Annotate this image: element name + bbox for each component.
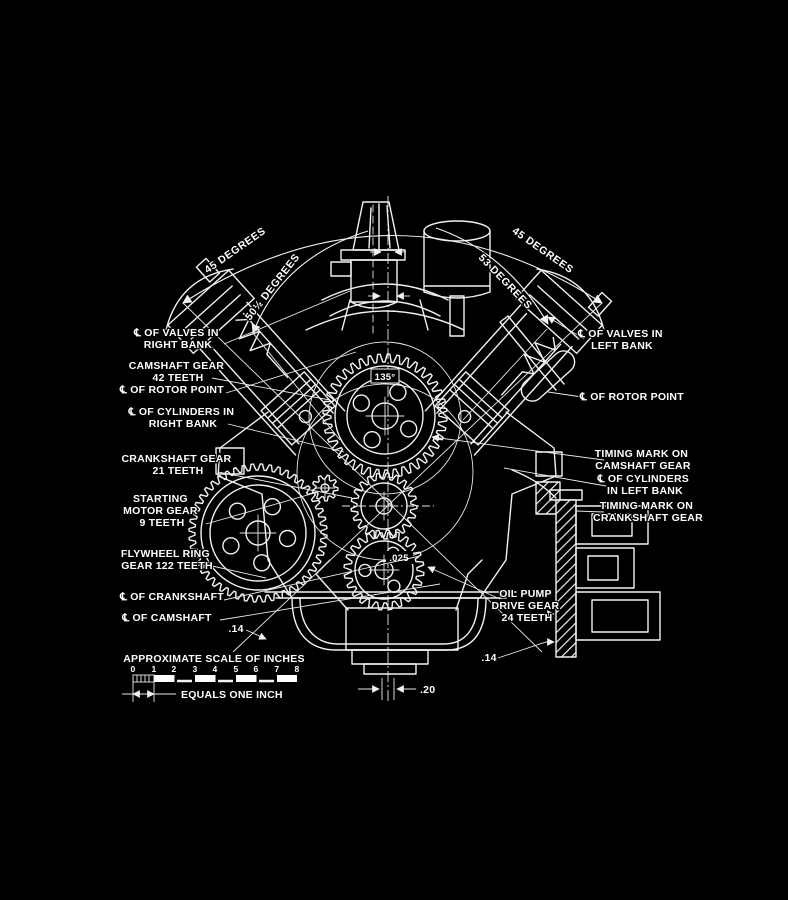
label-flywheel-ring-gear: FLYWHEEL RING GEAR 122 TEETH (121, 548, 213, 572)
tick-0: 0 (131, 664, 136, 674)
starting-motor-gear (311, 474, 339, 502)
tick-5: 5 (234, 664, 239, 674)
tick-8: 8 (295, 664, 300, 674)
tick-7: 7 (275, 664, 280, 674)
label-dim-20: .20 (420, 684, 435, 696)
distributor (330, 201, 406, 337)
scale-bar (132, 674, 297, 683)
lash-callouts: 135° .025 (370, 368, 413, 565)
scale-of-inches: APPROXIMATE SCALE OF INCHES 0 1 2 3 4 5 … (122, 652, 306, 702)
scale-tick-labels: 0 1 2 3 4 5 6 7 8 (129, 663, 300, 675)
flywheel-ring-gear (188, 463, 328, 603)
label-cl-crankshaft: ℄ OF CRANKSHAFT (119, 591, 224, 603)
angle-inner-right: 53 DEGREES (476, 252, 535, 312)
dimension-lines (182, 227, 603, 700)
timing-gear-side-view (511, 469, 661, 658)
angle-inner-left: 50½ DEGREES (243, 251, 303, 322)
left-labels: ℄ OF VALVES IN RIGHT BANK CAMSHAFT GEAR … (118, 326, 245, 636)
label-cylinders-left-bank: ℄ OF CYLINDERS IN LEFT BANK (597, 473, 693, 497)
angle-outer-left: 45 DEGREES (202, 225, 268, 276)
camshaft-gear (322, 353, 448, 479)
label-oil-pump-drive-gear: OIL PUMP DRIVE GEAR 24 TEETH (491, 588, 562, 624)
tick-6: 6 (254, 664, 259, 674)
rotor-point-loop (499, 315, 576, 402)
engine-drawing: 135° .025 (148, 196, 661, 702)
tick-3: 3 (193, 664, 198, 674)
leader-lines (205, 290, 607, 659)
tick-4: 4 (213, 664, 218, 674)
label-valves-right-bank: ℄ OF VALVES IN RIGHT BANK (133, 327, 222, 351)
crankshaft-gear (350, 472, 418, 540)
label-cl-camshaft: ℄ OF CAMSHAFT (121, 612, 212, 624)
label-crankshaft-gear: CRANKSHAFT GEAR 21 TEETH (121, 453, 234, 477)
scale-title: APPROXIMATE SCALE OF INCHES (123, 653, 305, 665)
equals-one-inch-bracket: EQUALS ONE INCH (122, 678, 284, 702)
timing-gears (188, 353, 448, 611)
label-cylinders-right-bank: ℄ OF CYLINDERS IN RIGHT BANK (128, 406, 238, 430)
label-dim-14-left: .14 (228, 623, 243, 635)
left-bank-cylinder (415, 249, 622, 464)
label-starting-motor-gear: STARTING MOTOR GEAR 9 TEETH (123, 493, 201, 529)
tick-1: 1 (152, 664, 157, 674)
label-camshaft-gear: CAMSHAFT GEAR 42 TEETH (129, 360, 228, 384)
angle-outer-right: 45 DEGREES (510, 225, 576, 276)
oil-pump-body (315, 559, 483, 651)
right-bank-cylinder (148, 249, 355, 464)
tick-2: 2 (172, 664, 177, 674)
label-timing-mark-camshaft: TIMING MARK ON CAMSHAFT GEAR (595, 448, 692, 472)
label-valves-left-bank: ℄ OF VALVES IN LEFT BANK (577, 328, 666, 352)
right-labels: ℄ OF VALVES IN LEFT BANK ℄ OF ROTOR POIN… (419, 327, 704, 697)
label-rotor-point-right: ℄ OF ROTOR POINT (579, 391, 684, 403)
label-dim-14-right: .14 (481, 652, 496, 664)
camshaft-lash-value: 135° (375, 372, 396, 383)
label-rotor-point-left: ℄ OF ROTOR POINT (119, 384, 224, 396)
equals-one-inch-label: EQUALS ONE INCH (181, 689, 283, 701)
label-timing-mark-crankshaft: TIMING MARK ON CRANKSHAFT GEAR (593, 500, 703, 524)
